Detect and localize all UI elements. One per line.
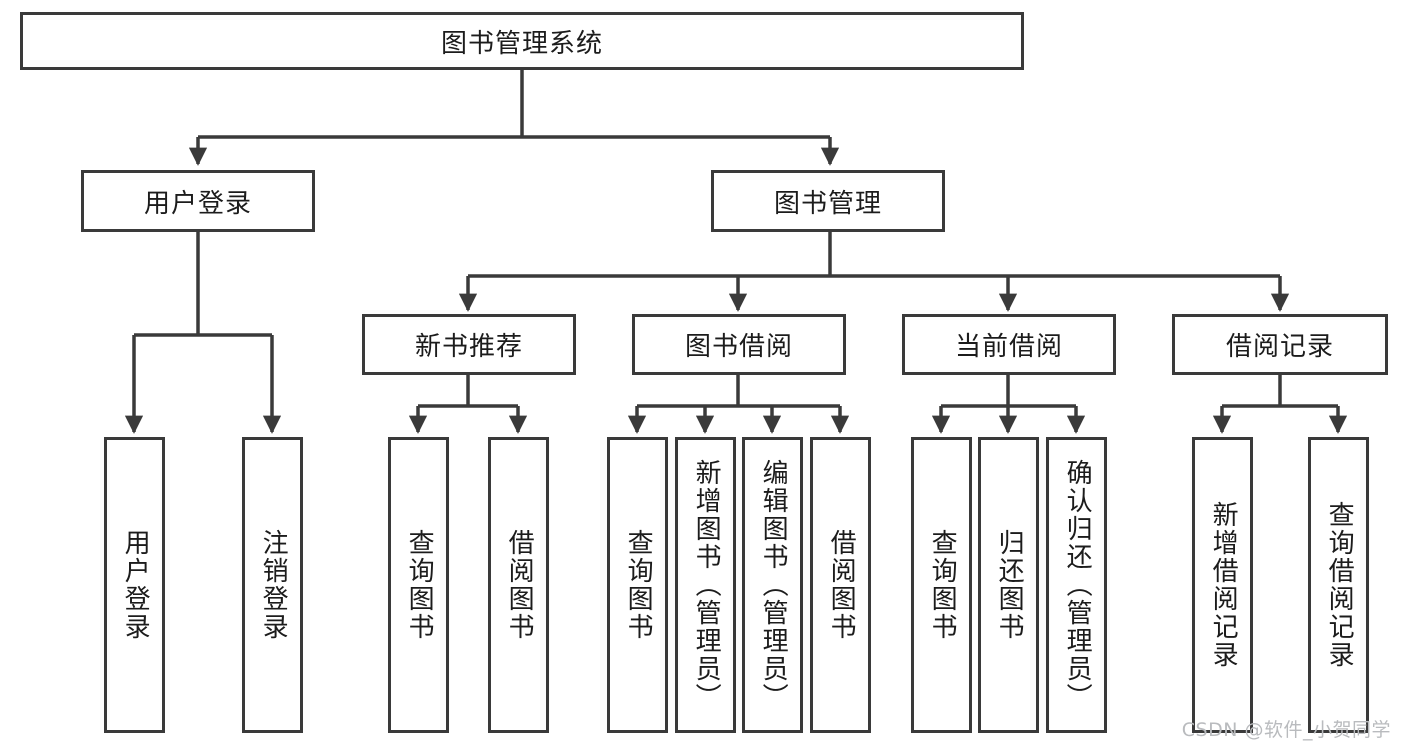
node-current-borrow[interactable]: 当前借阅 xyxy=(902,314,1116,375)
node-leaf-query-book-3[interactable]: 查询图书 xyxy=(911,437,972,733)
node-leaf-borrow-book-1-label: 借阅图书 xyxy=(504,529,535,641)
node-leaf-query-book-2-label: 查询图书 xyxy=(623,529,654,641)
node-leaf-query-book-1[interactable]: 查询图书 xyxy=(388,437,449,733)
node-book-borrow-label: 图书借阅 xyxy=(684,332,793,362)
node-leaf-query-record[interactable]: 查询借阅记录 xyxy=(1308,437,1369,733)
node-current-borrow-label: 当前借阅 xyxy=(954,332,1063,362)
node-leaf-add-record[interactable]: 新增借阅记录 xyxy=(1192,437,1253,733)
node-leaf-user-login-label: 用户登录 xyxy=(120,529,151,641)
node-root[interactable]: 图书管理系统 xyxy=(20,12,1024,70)
node-leaf-edit-book[interactable]: 编辑图书（管理员） xyxy=(742,437,803,733)
node-book-manage[interactable]: 图书管理 xyxy=(711,170,945,232)
node-leaf-user-login[interactable]: 用户登录 xyxy=(104,437,165,733)
node-new-book-recommend[interactable]: 新书推荐 xyxy=(362,314,576,375)
node-leaf-query-book-1-label: 查询图书 xyxy=(404,529,435,641)
node-root-label: 图书管理系统 xyxy=(440,28,603,59)
node-borrow-record-label: 借阅记录 xyxy=(1225,332,1334,362)
node-borrow-record[interactable]: 借阅记录 xyxy=(1172,314,1388,375)
node-leaf-return-book[interactable]: 归还图书 xyxy=(978,437,1039,733)
node-leaf-add-record-label: 新增借阅记录 xyxy=(1208,501,1239,669)
node-leaf-borrow-book-2[interactable]: 借阅图书 xyxy=(810,437,871,733)
node-leaf-query-record-label: 查询借阅记录 xyxy=(1324,501,1355,669)
node-leaf-query-book-2[interactable]: 查询图书 xyxy=(607,437,668,733)
node-leaf-confirm-return-label: 确认归还（管理员） xyxy=(1062,459,1093,711)
node-leaf-add-book-label: 新增图书（管理员） xyxy=(691,459,722,711)
node-leaf-query-book-3-label: 查询图书 xyxy=(927,529,958,641)
node-leaf-user-logout-label: 注销登录 xyxy=(258,529,289,641)
node-new-book-recommend-label: 新书推荐 xyxy=(414,332,523,362)
node-leaf-confirm-return[interactable]: 确认归还（管理员） xyxy=(1046,437,1107,733)
node-leaf-add-book[interactable]: 新增图书（管理员） xyxy=(675,437,736,733)
node-book-borrow[interactable]: 图书借阅 xyxy=(632,314,846,375)
node-leaf-return-book-label: 归还图书 xyxy=(994,529,1025,641)
node-book-manage-label: 图书管理 xyxy=(773,188,882,219)
node-user-login[interactable]: 用户登录 xyxy=(81,170,315,232)
node-leaf-edit-book-label: 编辑图书（管理员） xyxy=(758,459,789,711)
node-leaf-borrow-book-1[interactable]: 借阅图书 xyxy=(488,437,549,733)
node-leaf-user-logout[interactable]: 注销登录 xyxy=(242,437,303,733)
node-user-login-label: 用户登录 xyxy=(143,188,252,219)
node-leaf-borrow-book-2-label: 借阅图书 xyxy=(826,529,857,641)
